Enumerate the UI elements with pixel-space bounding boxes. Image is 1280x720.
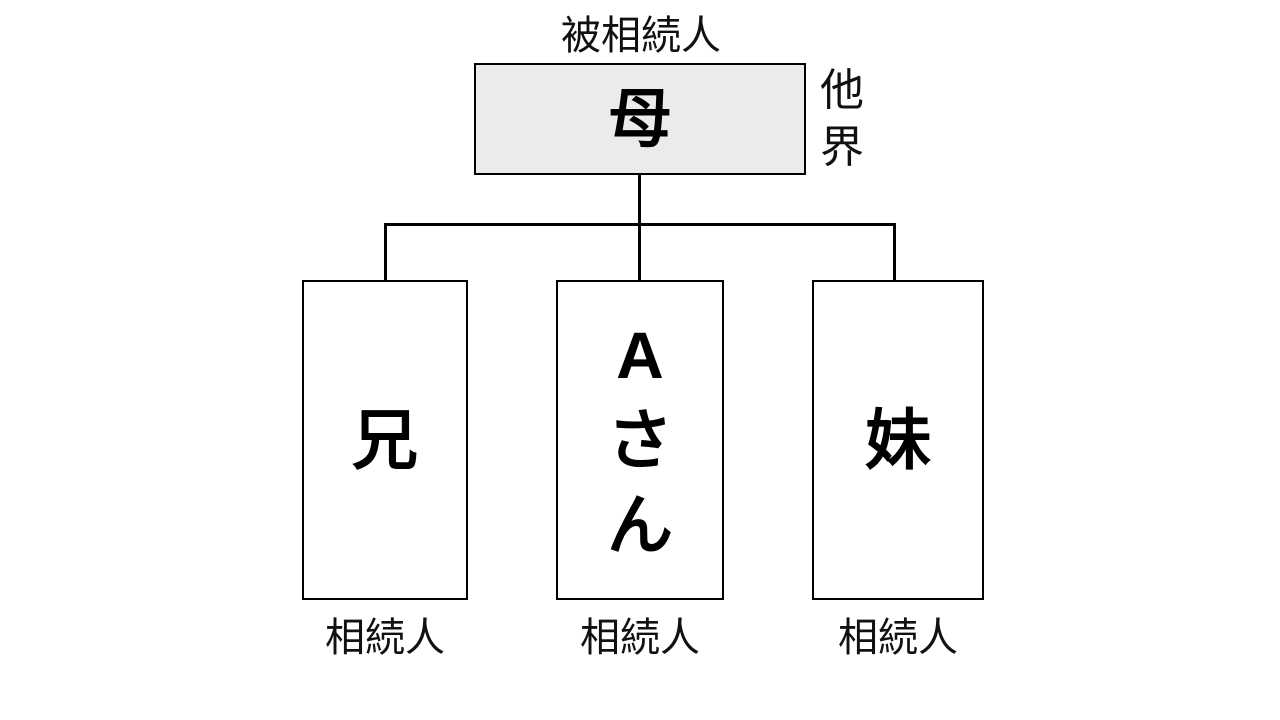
heir-role-label-brother: 相続人 <box>325 616 445 660</box>
decedent-box: 母 <box>474 63 806 175</box>
heir-box-sister: 妹 <box>812 280 984 600</box>
heir-box-brother: 兄 <box>302 280 468 600</box>
connector-trunk <box>638 175 641 225</box>
connector-drop-left <box>384 223 387 281</box>
decedent-status-note: 他界 <box>820 66 864 172</box>
decedent-label: 被相続人 <box>561 14 721 58</box>
connector-drop-center <box>638 223 641 281</box>
heir-role-label-sister: 相続人 <box>838 616 958 660</box>
heir-box-a-san: Aさん <box>556 280 724 600</box>
heir-name-brother: 兄 <box>352 402 418 477</box>
connector-drop-right <box>893 223 896 281</box>
heir-role-label-a-san: 相続人 <box>580 616 700 660</box>
decedent-name: 母 <box>608 83 672 155</box>
heir-name-a-san: Aさん <box>607 317 673 562</box>
heir-name-sister: 妹 <box>865 402 931 477</box>
